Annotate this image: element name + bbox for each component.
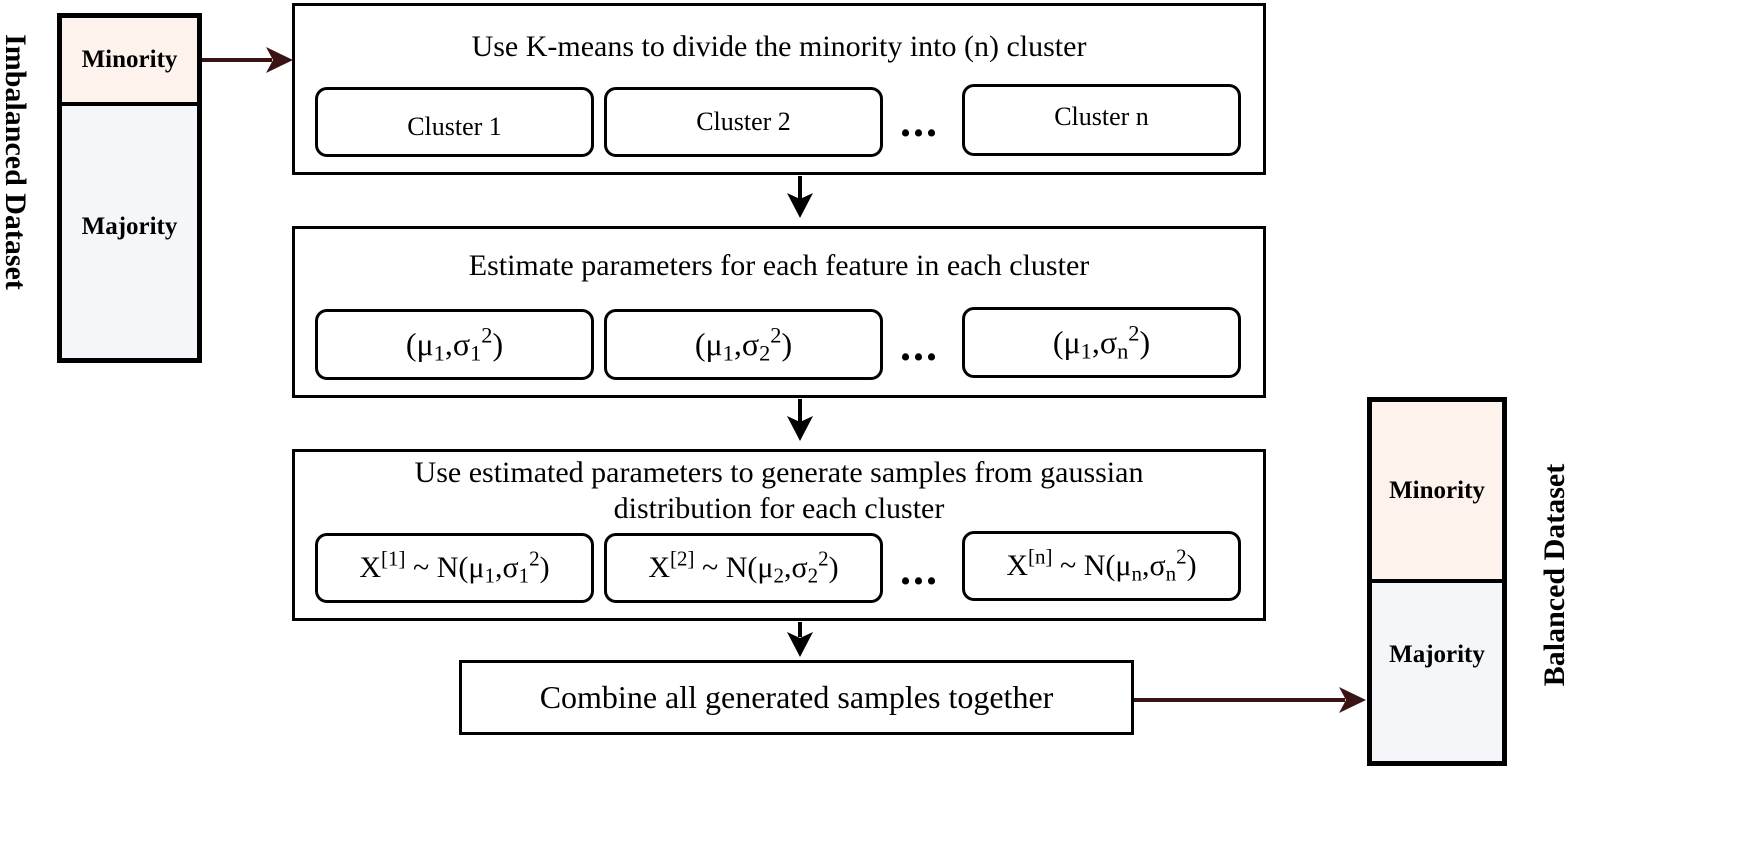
imbalanced-majority-segment: Majority [62, 106, 197, 358]
cluster-2-box: Cluster 2 [604, 87, 883, 157]
sample-cluster-2-box: X[2] ~ N(μ2,σ22) [604, 533, 883, 603]
param-cluster-n-box: (μ1,σn2) [962, 307, 1241, 378]
sample-cluster-1-box: X[1] ~ N(μ1,σ12) [315, 533, 594, 603]
param-cluster-2-box: (μ1,σ22) [604, 309, 883, 380]
imbalanced-majority-label: Majority [81, 213, 178, 240]
cluster-n-box: Cluster n [962, 84, 1241, 156]
arrow-estimate-to-generate [787, 399, 813, 441]
balanced-minority-segment: Minority [1372, 402, 1502, 583]
sample-cluster-1-formula: X[1] ~ N(μ1,σ12) [359, 546, 550, 588]
imbalanced-minority-segment: Minority [62, 18, 197, 106]
generate-step-title-line2: distribution for each cluster [613, 492, 945, 525]
arrow-minority-to-kmeans [202, 47, 293, 73]
param-cluster-1-box: (μ1,σ12) [315, 309, 594, 380]
param-cluster-2-formula: (μ1,σ22) [694, 322, 793, 366]
balanced-majority-segment: Majority [1372, 583, 1502, 761]
arrow-kmeans-to-estimate [787, 176, 813, 218]
balanced-dataset-box: Minority Majority [1367, 397, 1507, 766]
estimate-step-title: Estimate parameters for each feature in … [468, 249, 1090, 282]
combine-samples-box: Combine all generated samples together [459, 660, 1134, 735]
imbalanced-minority-label: Minority [81, 46, 178, 73]
generate-step-title-line1: Use estimated parameters to generate sam… [414, 456, 1144, 489]
cluster-1-box: Cluster 1 [315, 87, 594, 157]
combine-samples-label: Combine all generated samples together [539, 679, 1054, 715]
balanced-minority-label: Minority [1389, 476, 1485, 504]
param-cluster-n-formula: (μ1,σn2) [1052, 320, 1151, 364]
sample-cluster-n-box: X[n] ~ N(μn,σn2) [962, 531, 1241, 601]
imbalanced-dataset-box: Minority Majority [57, 13, 202, 363]
sample-cluster-2-formula: X[2] ~ N(μ2,σ22) [648, 546, 839, 588]
kmeans-step-title: Use K-means to divide the minority into … [471, 30, 1087, 63]
arrow-combine-to-balanced [1134, 687, 1366, 713]
balanced-majority-label: Majority [1389, 640, 1485, 668]
param-cluster-1-formula: (μ1,σ12) [405, 322, 504, 366]
arrow-generate-to-combine [787, 622, 813, 657]
sample-cluster-n-formula: X[n] ~ N(μn,σn2) [1006, 544, 1197, 586]
